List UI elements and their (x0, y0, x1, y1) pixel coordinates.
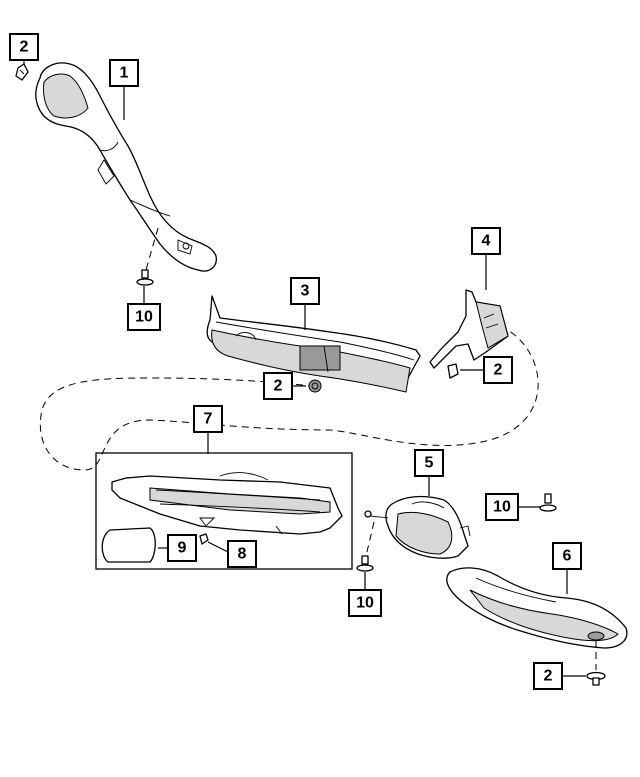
clip-2-bottom-right (586, 671, 606, 686)
callout-3: 3 (290, 277, 320, 305)
svg-text:10: 10 (493, 499, 511, 516)
callout-5: 5 (414, 449, 444, 477)
callout-9: 9 (167, 534, 197, 562)
callout-10-left: 10 (127, 303, 161, 331)
callout-2-top-left: 2 (9, 33, 39, 61)
callout-4: 4 (471, 227, 501, 255)
callout-2-bottom-right: 2 (533, 662, 563, 690)
svg-text:2: 2 (494, 362, 503, 379)
leader-part5-fastener (365, 521, 375, 557)
leader-part1-fastener (145, 227, 159, 271)
part-5-wire-tab (364, 510, 389, 519)
svg-text:2: 2 (544, 668, 553, 685)
fastener-10-left (136, 269, 154, 286)
svg-text:7: 7 (204, 411, 213, 428)
part-7-lower-shield (111, 472, 343, 535)
callout-7: 7 (193, 405, 223, 433)
routing-path-dashed (39, 325, 539, 471)
fastener-10-right (539, 493, 557, 512)
callout-6: 6 (552, 542, 582, 570)
svg-text:3: 3 (301, 283, 310, 300)
callout-8: 8 (227, 540, 257, 568)
part-6-shield (446, 567, 628, 649)
part-5-shield (385, 495, 471, 559)
svg-text:2: 2 (20, 39, 29, 56)
callout-2-center: 2 (263, 372, 293, 400)
clip-2-top-left (15, 63, 29, 81)
callout-10-right: 10 (485, 493, 519, 521)
svg-text:10: 10 (356, 595, 374, 612)
svg-text:10: 10 (135, 309, 153, 326)
part-8-clip (199, 533, 209, 545)
part-9-pad (101, 527, 156, 563)
svg-text:4: 4 (482, 233, 491, 250)
part-4-bracket (429, 289, 509, 369)
part-1-air-duct (35, 62, 217, 272)
clip-2-right (447, 363, 459, 379)
svg-text:2: 2 (274, 378, 283, 395)
svg-text:6: 6 (563, 548, 572, 565)
svg-text:5: 5 (425, 455, 434, 472)
fastener-10-center (356, 555, 374, 572)
svg-text:8: 8 (238, 546, 247, 563)
grommet-2-center (308, 379, 322, 393)
inset-frame-part-7 (95, 452, 353, 570)
svg-text:1: 1 (120, 65, 129, 82)
part-3-heat-shield (206, 295, 421, 393)
leader-8 (207, 541, 229, 553)
callout-2-right: 2 (483, 356, 513, 384)
callout-10-center: 10 (348, 589, 382, 617)
callout-1: 1 (109, 59, 139, 87)
svg-text:9: 9 (178, 540, 187, 557)
